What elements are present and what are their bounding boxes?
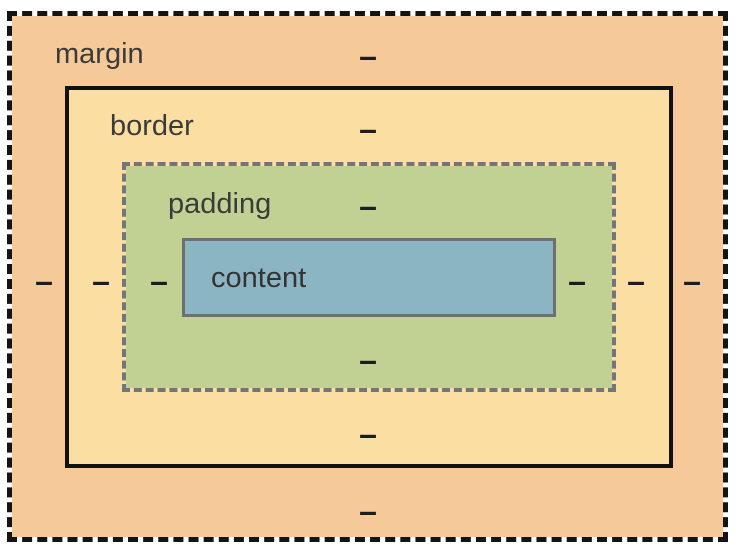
margin-bottom-value[interactable]: – [359, 493, 377, 529]
padding-left-value[interactable]: – [150, 263, 168, 299]
padding-box: padding content [122, 162, 616, 392]
border-label: border [110, 110, 194, 142]
padding-label: padding [168, 188, 272, 220]
border-box: border padding content [65, 86, 673, 468]
border-top-value[interactable]: – [359, 111, 377, 147]
margin-label: margin [55, 38, 144, 70]
padding-bottom-value[interactable]: – [359, 342, 377, 378]
content-label: content [211, 261, 307, 294]
border-bottom-value[interactable]: – [359, 416, 377, 452]
padding-right-value[interactable]: – [568, 263, 586, 299]
border-right-value[interactable]: – [627, 263, 645, 299]
margin-right-value[interactable]: – [683, 263, 701, 299]
margin-left-value[interactable]: – [35, 263, 53, 299]
margin-box: margin border padding content [7, 11, 728, 542]
border-left-value[interactable]: – [92, 263, 110, 299]
content-box: content [182, 238, 556, 317]
padding-top-value[interactable]: – [359, 188, 377, 224]
margin-top-value[interactable]: – [359, 38, 377, 74]
